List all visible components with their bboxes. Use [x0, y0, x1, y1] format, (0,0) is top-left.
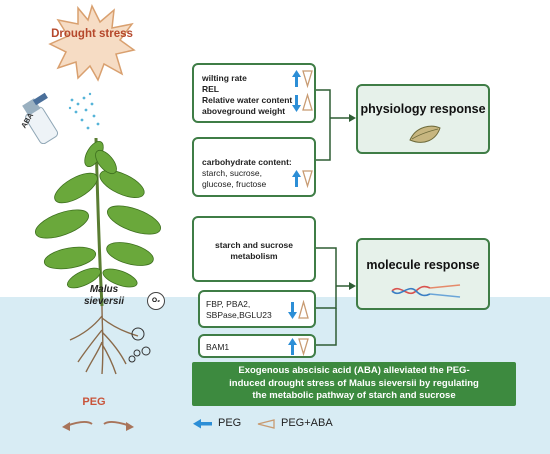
dna-icon — [391, 284, 461, 298]
down-triangle-icon — [302, 170, 313, 189]
carbohydrate-title: carbohydrate content: — [202, 157, 292, 167]
molecule-response-box: molecule response — [356, 238, 490, 310]
genes-line1: FBP, PBA2, — [206, 299, 251, 309]
box1-indicators — [292, 70, 313, 112]
bam1-label: BAM1 — [206, 342, 230, 352]
carbohydrate-line2: glucose, fructose — [202, 179, 267, 189]
up-triangle-icon — [298, 300, 309, 319]
up-arrow-icon — [292, 170, 301, 187]
leaf-icon — [409, 125, 441, 143]
molecule-response-title: molecule response — [366, 258, 480, 272]
o2-label: O₂ — [152, 297, 160, 304]
conclusion-banner: Exogenous abscisic acid (ABA) alleviated… — [192, 362, 516, 406]
plant-species-label: Malus sieversii — [74, 284, 134, 308]
down-arrow-icon — [288, 302, 297, 319]
peg-aba-legend-triangle-icon — [257, 419, 275, 429]
down-triangle-icon — [298, 338, 309, 357]
metabolism-line1: starch and sucrose — [215, 240, 293, 250]
genes-line2: SBPase,BGLU23 — [206, 310, 272, 320]
banner-line1: Exogenous abscisic acid (ABA) alleviated… — [238, 365, 470, 376]
physiology-response-box: physiology response — [356, 84, 490, 154]
box4-indicators — [288, 300, 309, 319]
box5-indicators — [288, 338, 309, 357]
legend-peg-label: PEG — [218, 417, 242, 429]
spread-arrows-icon — [62, 420, 134, 431]
down-triangle-icon — [302, 70, 313, 89]
rel-label: REL — [202, 84, 219, 94]
drought-starburst-icon — [48, 4, 136, 82]
plant-label-line2: sieversii — [83, 296, 125, 307]
o2-bubble: O₂ — [147, 292, 165, 310]
up-triangle-icon — [302, 92, 313, 111]
bam1-box: BAM1 — [198, 334, 316, 358]
box2-indicators — [292, 170, 313, 189]
physiology-response-title: physiology response — [360, 102, 486, 116]
plant-label-line1: Malus — [89, 284, 119, 295]
wilting-rate-label: wilting rate — [202, 73, 247, 83]
genes-down-box: FBP, PBA2, SBPase,BGLU23 — [198, 290, 316, 328]
up-arrow-icon — [292, 70, 301, 87]
legend-peg-aba-label: PEG+ABA — [281, 417, 333, 429]
starch-sucrose-metabolism-box: starch and sucrose metabolism — [192, 216, 316, 282]
carbohydrate-box: carbohydrate content: starch, sucrose, g… — [192, 137, 316, 197]
up-arrow-icon — [288, 338, 297, 355]
banner-line3: the metabolic pathway of starch and sucr… — [252, 390, 456, 401]
banner-line2: induced drought stress of Malus sieversi… — [229, 377, 479, 389]
carbohydrate-line1: starch, sucrose, — [202, 168, 262, 178]
aba-spray-bottle-icon — [22, 92, 100, 144]
roots-icon — [69, 306, 139, 375]
malus-plant-icon — [35, 137, 161, 307]
down-arrow-icon — [292, 95, 301, 112]
aboveground-weight-label: aboveground weight — [202, 106, 286, 116]
physiology-indicators-box: wilting rate REL Relative water content … — [192, 63, 316, 123]
peg-legend-arrow-icon — [193, 419, 212, 429]
peg-label: PEG — [82, 396, 106, 408]
metabolism-line2: metabolism — [230, 251, 278, 261]
relative-water-content-label: Relative water content — [202, 95, 293, 105]
drought-stress-label: Drought stress — [51, 28, 133, 40]
bubbles-icon — [128, 327, 151, 363]
